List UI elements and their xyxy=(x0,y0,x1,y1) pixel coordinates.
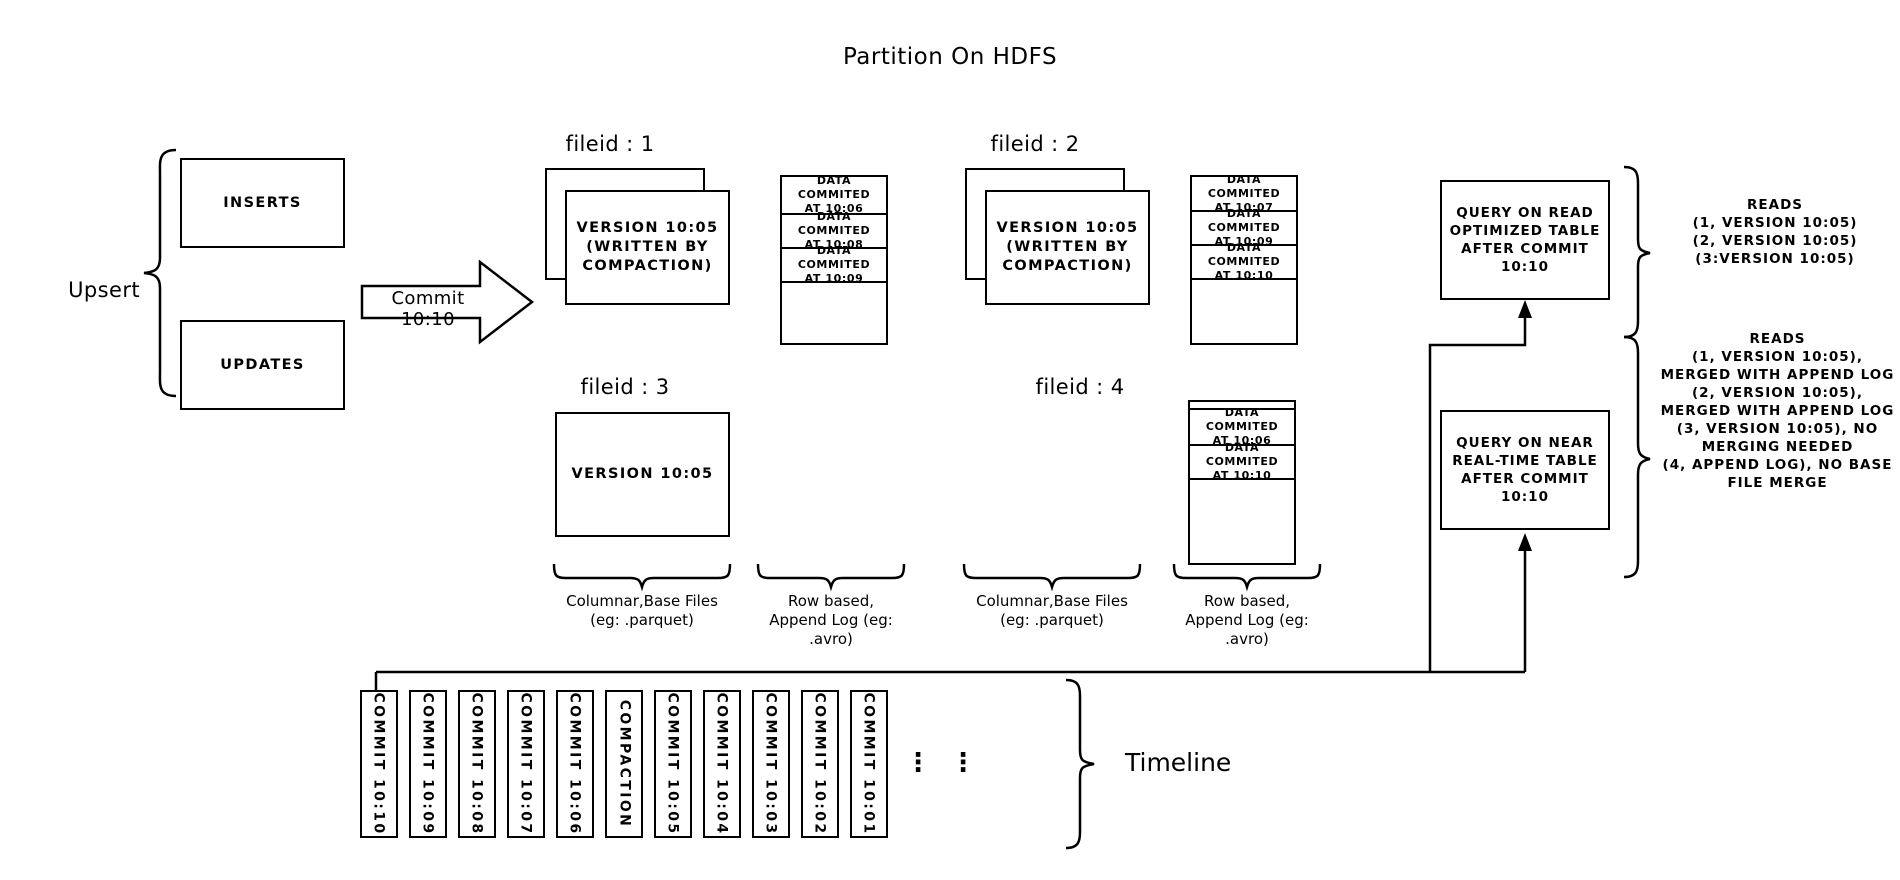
reads-read-optimized-text: READS (1, VERSION 10:05) (2, VERSION 10:… xyxy=(1692,197,1858,267)
query-near-realtime-label: QUERY ON NEAR REAL-TIME TABLE AFTER COMM… xyxy=(1452,435,1598,505)
log-entry-label: DATA COMMITED AT 10:07 xyxy=(1207,172,1281,214)
fileid-1-log-file: DATA COMMITED AT 10:06 DATA COMMITED AT … xyxy=(780,174,888,345)
timeline-item-9[interactable]: COMMIT 10:02 xyxy=(801,690,839,838)
timeline-brace xyxy=(1065,678,1095,850)
timeline-item-label: COMMIT 10:10 xyxy=(371,692,388,836)
fileid-4-log-file: DATA COMMITED AT 10:06 DATA COMMITED AT … xyxy=(1188,400,1296,565)
rowlog-brace-2 xyxy=(1172,563,1322,592)
timeline-item-6[interactable]: COMMIT 10:05 xyxy=(654,690,692,838)
fileid-1-base-file-label: VERSION 10:05 (WRITTEN BY COMPACTION) xyxy=(576,220,719,274)
columnar-brace-1 xyxy=(552,563,732,592)
timeline-label: Timeline xyxy=(1125,748,1232,777)
upsert-label: Upsert xyxy=(68,278,140,302)
timeline-item-5[interactable]: COMPACTION xyxy=(605,690,643,838)
fileid-4-header: fileid : 4 xyxy=(1035,375,1125,399)
fileid-2-base-file-label: VERSION 10:05 (WRITTEN BY COMPACTION) xyxy=(996,220,1139,274)
timeline-item-label: COMMIT 10:06 xyxy=(567,692,584,836)
reads-brace-2 xyxy=(1623,335,1651,579)
timeline-item-1[interactable]: COMMIT 10:09 xyxy=(409,690,447,838)
timeline-item-0[interactable]: COMMIT 10:10 xyxy=(360,690,398,838)
fileid-1-base-file: VERSION 10:05 (WRITTEN BY COMPACTION) xyxy=(565,190,730,305)
page-title: Partition On HDFS xyxy=(842,44,1058,70)
log-entry-label: DATA COMMITED AT 10:10 xyxy=(1207,241,1281,282)
updates-label: UPDATES xyxy=(220,356,305,373)
timeline-ellipsis-2: ⋮ xyxy=(950,748,976,778)
log-entry-label: DATA COMMITED AT 10:08 xyxy=(797,210,871,251)
rowlog-caption-2: Row based, Append Log (eg: .avro) xyxy=(1185,592,1309,648)
columnar-brace-2 xyxy=(962,563,1142,592)
timeline-item-label: COMMIT 10:08 xyxy=(469,692,486,836)
rowlog-caption-1: Row based, Append Log (eg: .avro) xyxy=(769,592,893,648)
fileid-3-base-file-label: VERSION 10:05 xyxy=(571,466,714,482)
timeline-item-4[interactable]: COMMIT 10:06 xyxy=(556,690,594,838)
timeline-item-2[interactable]: COMMIT 10:08 xyxy=(458,690,496,838)
fileid-2-base-file: VERSION 10:05 (WRITTEN BY COMPACTION) xyxy=(985,190,1150,305)
fileid-3-base-file: VERSION 10:05 xyxy=(555,412,730,537)
timeline-ellipsis-1: ⋮ xyxy=(905,748,931,778)
reads-brace-1 xyxy=(1623,165,1651,339)
commit-arrow xyxy=(360,259,535,345)
columnar-caption-2: Columnar,Base Files (eg: .parquet) xyxy=(976,592,1128,629)
log-entry-label: DATA COMMITED AT 10:10 xyxy=(1205,441,1279,482)
timeline-item-7[interactable]: COMMIT 10:04 xyxy=(703,690,741,838)
updates-box: UPDATES xyxy=(180,320,345,410)
log-entry-label: DATA COMMITED AT 10:06 xyxy=(797,174,871,215)
timeline-item-label: COMMIT 10:02 xyxy=(812,692,829,836)
fileid-3-header: fileid : 3 xyxy=(580,375,670,399)
inserts-label: INSERTS xyxy=(223,194,302,211)
upsert-brace xyxy=(143,148,177,398)
timeline-item-label: COMPACTION xyxy=(616,699,633,829)
timeline-item-label: COMMIT 10:05 xyxy=(665,692,682,836)
timeline-item-label: COMMIT 10:04 xyxy=(714,692,731,836)
timeline-item-label: COMMIT 10:07 xyxy=(518,692,535,836)
log-entry-label: DATA COMMITED AT 10:09 xyxy=(1207,207,1281,248)
rowlog-brace-1 xyxy=(756,563,906,592)
query-near-realtime-box: QUERY ON NEAR REAL-TIME TABLE AFTER COMM… xyxy=(1440,410,1610,530)
timeline-item-8[interactable]: COMMIT 10:03 xyxy=(752,690,790,838)
reads-near-realtime-text: READS (1, VERSION 10:05), MERGED WITH AP… xyxy=(1660,331,1895,491)
inserts-box: INSERTS xyxy=(180,158,345,248)
commit-arrow-label: Commit 10:10 xyxy=(391,288,465,330)
timeline-item-label: COMMIT 10:09 xyxy=(420,692,437,836)
fileid-1-header: fileid : 1 xyxy=(565,132,655,156)
log-entry-label: DATA COMMITED AT 10:06 xyxy=(1205,406,1279,447)
fileid-2-header: fileid : 2 xyxy=(990,132,1080,156)
timeline-item-label: COMMIT 10:01 xyxy=(861,692,878,836)
log-entry-label: DATA COMMITED AT 10:09 xyxy=(797,244,871,285)
query-read-optimized-box: QUERY ON READ OPTIMIZED TABLE AFTER COMM… xyxy=(1440,180,1610,300)
query-read-optimized-label: QUERY ON READ OPTIMIZED TABLE AFTER COMM… xyxy=(1449,205,1601,275)
timeline-item-10[interactable]: COMMIT 10:01 xyxy=(850,690,888,838)
timeline-item-label: COMMIT 10:03 xyxy=(763,692,780,836)
fileid-2-log-file: DATA COMMITED AT 10:07 DATA COMMITED AT … xyxy=(1190,172,1298,345)
timeline-item-3[interactable]: COMMIT 10:07 xyxy=(507,690,545,838)
columnar-caption-1: Columnar,Base Files (eg: .parquet) xyxy=(566,592,718,629)
